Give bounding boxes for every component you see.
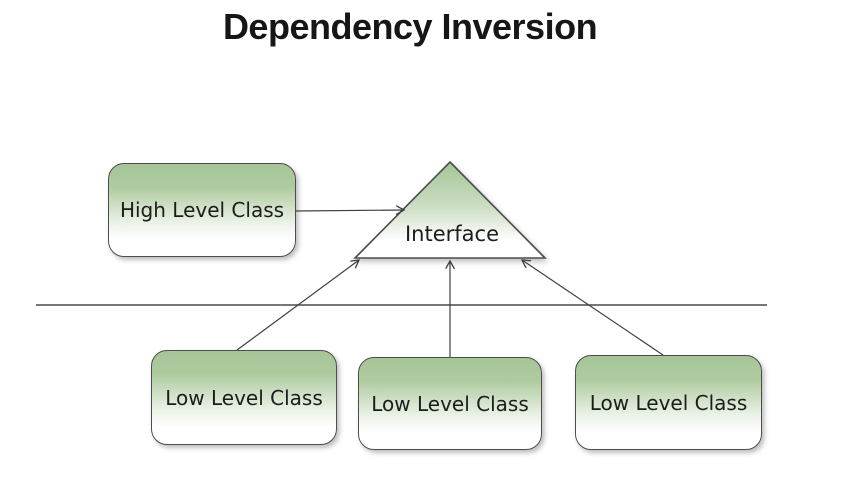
low-level-class-label-3: Low Level Class bbox=[589, 390, 748, 415]
arrow-low3-to-interface bbox=[522, 260, 664, 356]
low-level-class-node-3: Low Level Class bbox=[575, 355, 762, 450]
low-level-class-label-1: Low Level Class bbox=[165, 385, 323, 410]
high-level-class-node: High Level Class bbox=[108, 163, 296, 257]
arrow-high-to-interface bbox=[295, 210, 404, 211]
low-level-class-label-2: Low Level Class bbox=[371, 391, 529, 416]
low-level-class-node-1: Low Level Class bbox=[151, 350, 337, 445]
low-level-class-node-2: Low Level Class bbox=[358, 357, 542, 450]
high-level-class-label: High Level Class bbox=[119, 198, 285, 222]
arrow-low1-to-interface bbox=[236, 260, 359, 351]
diagram-title: Dependency Inversion bbox=[222, 6, 598, 47]
interface-label: Interface bbox=[404, 222, 500, 246]
